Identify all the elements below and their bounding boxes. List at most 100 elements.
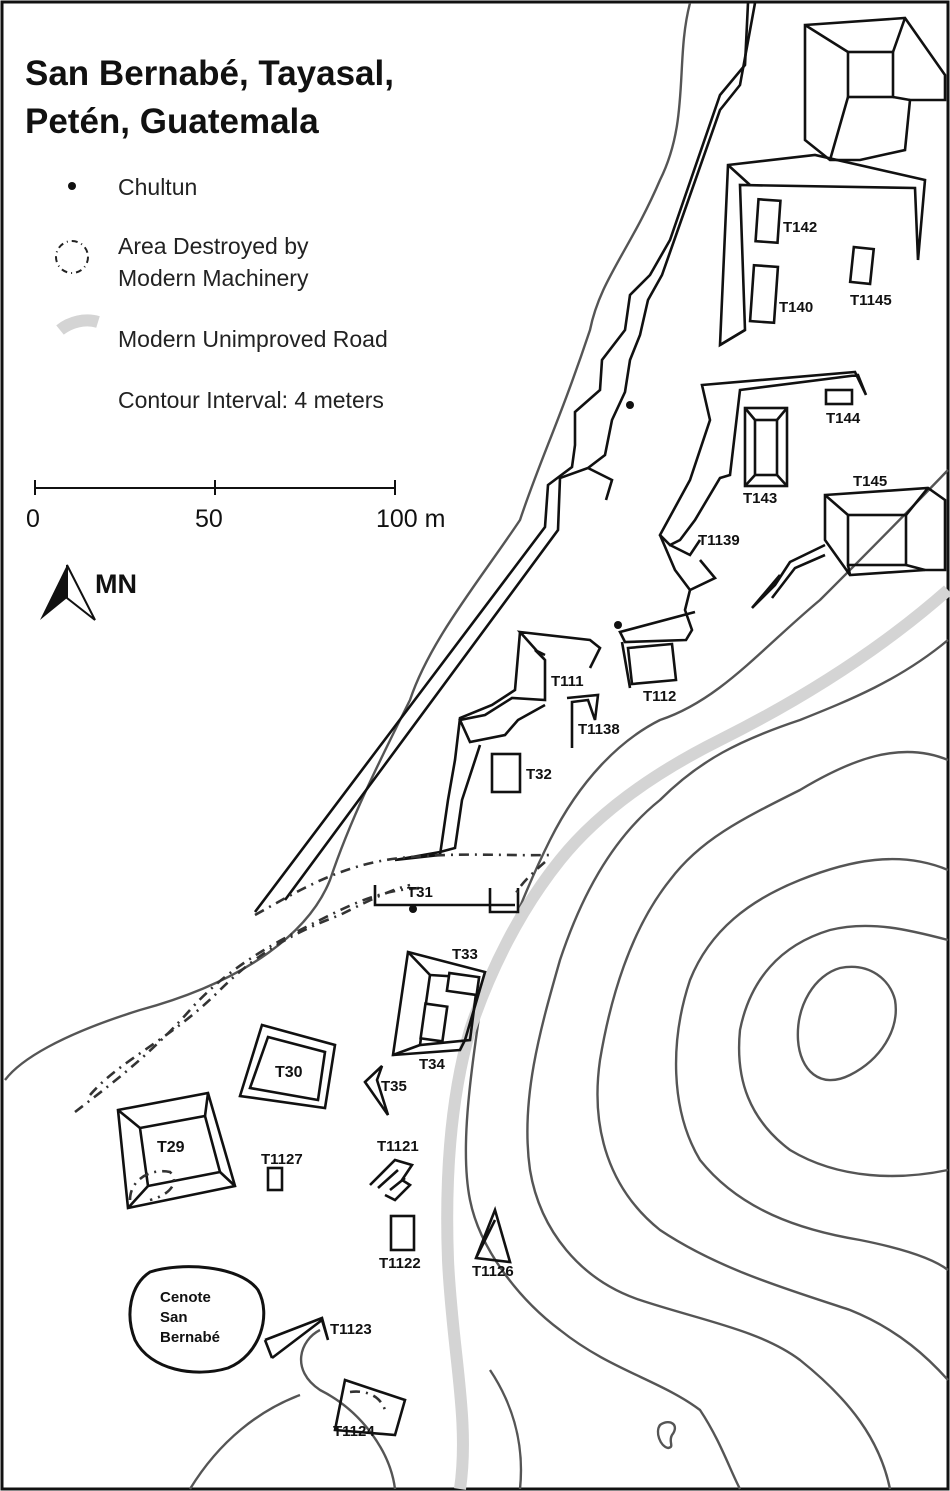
legend-contour: Contour Interval: 4 meters	[118, 387, 384, 413]
map-title-line1: San Bernabé, Tayasal,	[25, 54, 394, 93]
structure-outline	[117, 1092, 236, 1209]
structure-T1124	[333, 1378, 407, 1437]
structure-T30	[238, 1023, 337, 1110]
legend-destroyed-line1: Area Destroyed by	[118, 233, 309, 259]
shoreline-contour	[4, 2, 692, 1081]
label-cenote-line1: Cenote	[160, 1289, 211, 1306]
structure-T1139	[618, 534, 718, 644]
contour-line	[674, 857, 949, 1271]
legend-chultun: Chultun	[118, 174, 197, 200]
label-T144: T144	[826, 410, 861, 427]
label-T32: T32	[526, 766, 552, 783]
structure-T144	[824, 388, 854, 406]
structure-outline	[744, 407, 788, 487]
structure-T30-inner	[248, 1035, 327, 1102]
scale-tick-0: 0	[26, 505, 40, 533]
label-T1122: T1122	[379, 1255, 421, 1272]
label-T33: T33	[452, 946, 478, 963]
north-arrow-icon	[40, 564, 96, 621]
structure-outline	[719, 164, 751, 347]
contour-line	[464, 469, 949, 1490]
structure-T33-platform	[445, 971, 481, 997]
destroyed-area	[128, 1169, 176, 1202]
label-T34: T34	[419, 1056, 446, 1073]
causeway-spur	[587, 466, 614, 501]
structure-T1127	[266, 1166, 284, 1192]
chultun-dot	[614, 621, 622, 629]
contour-line	[656, 1421, 677, 1450]
north-label: MN	[95, 569, 137, 599]
label-T1139: T1139	[698, 532, 740, 549]
structure-outline	[394, 631, 522, 862]
structure-T35	[363, 1065, 390, 1116]
label-T1145: T1145	[850, 292, 892, 309]
structure-T1138	[566, 693, 600, 748]
contour-line	[489, 1369, 523, 1490]
cenote-outline	[128, 1265, 266, 1374]
destroyed-area	[513, 861, 546, 896]
structure-T143-inner	[753, 418, 779, 477]
structure-T34	[419, 1002, 449, 1043]
legend-destroyed-line2: Modern Machinery	[118, 265, 309, 291]
structure-outline	[751, 543, 826, 609]
contour-line	[796, 965, 897, 1082]
structure-T1126	[474, 1205, 512, 1264]
label-T111: T111	[551, 673, 584, 690]
modern-road	[441, 585, 950, 1490]
label-T1121: T1121	[377, 1138, 419, 1155]
label-T35: T35	[381, 1078, 407, 1095]
label-T145: T145	[853, 473, 887, 490]
structure-outline	[392, 951, 431, 1057]
causeway-wall	[283, 2, 757, 901]
label-T31: T31	[407, 884, 433, 901]
contour-line	[737, 924, 949, 1178]
label-T112: T112	[643, 688, 676, 705]
structure-T31	[373, 885, 520, 914]
structure-T112	[620, 641, 678, 689]
map-title-line2: Petén, Guatemala	[25, 102, 319, 141]
structure-T32	[490, 752, 522, 794]
scale-tick-100: 100 m	[376, 505, 445, 533]
structure-T143	[743, 406, 789, 488]
chultun-legend-icon	[68, 182, 76, 190]
legend-road: Modern Unimproved Road	[118, 326, 388, 352]
structure-T1122	[389, 1214, 416, 1252]
chultun-dot	[626, 401, 634, 409]
structure-T1123	[263, 1316, 330, 1360]
structure-T1145	[848, 245, 876, 286]
destroyed-area	[349, 1390, 387, 1411]
structure-T111	[458, 630, 602, 744]
label-T30: T30	[275, 1064, 303, 1081]
causeway-wall	[253, 2, 750, 913]
label-T143: T143	[743, 490, 777, 507]
structure-T140	[748, 263, 780, 325]
structure-outline	[658, 370, 868, 547]
destroyed-area	[89, 883, 411, 1096]
scale-tick-50: 50	[195, 505, 223, 533]
structure-T145-inner	[846, 513, 908, 567]
structure-T142	[754, 197, 782, 245]
label-T140: T140	[779, 299, 813, 316]
contour-line	[526, 639, 949, 1490]
label-T1138: T1138	[578, 721, 620, 738]
label-T1127: T1127	[261, 1151, 303, 1168]
structure-outline	[824, 487, 930, 576]
structure-outline	[804, 17, 911, 161]
label-T1123: T1123	[330, 1321, 372, 1338]
label-T1126: T1126	[472, 1263, 514, 1280]
structure-T1121	[369, 1158, 415, 1202]
structure-T33	[391, 950, 487, 1057]
label-cenote-line3: Bernabé	[160, 1329, 220, 1346]
road-legend-icon	[56, 314, 100, 335]
contour-line	[300, 1328, 397, 1490]
scale-bar	[34, 480, 396, 495]
label-T1124: T1124	[333, 1423, 375, 1440]
chultun-dot	[409, 905, 417, 913]
structure-outline	[803, 16, 947, 162]
structure-T145	[823, 486, 947, 577]
structure-outline	[846, 50, 895, 99]
contour-line	[188, 1393, 301, 1490]
